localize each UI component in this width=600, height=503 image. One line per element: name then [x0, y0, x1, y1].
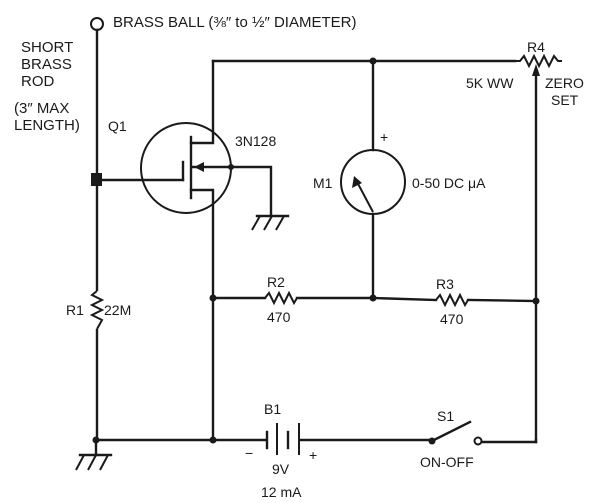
q1-substrate-arrow-icon [194, 162, 204, 172]
q1-substrate-node [228, 164, 234, 170]
q1-drain-wire [189, 59, 215, 145]
antenna [90, 17, 104, 442]
rod-label-line-2: BRASS [21, 56, 72, 73]
mid-left-junction-node [209, 294, 217, 302]
r1-resistor-symbol [89, 290, 105, 330]
b1-voltage-label: 9V [272, 461, 290, 477]
r4-wiper-arrow-icon [532, 64, 540, 76]
s1-function-label: ON-OFF [420, 454, 474, 470]
m1-meter-symbol [340, 59, 406, 300]
b1-plus-label: + [309, 447, 317, 463]
r4-function-line-1: ZERO [545, 75, 584, 91]
rod-note-line-2: LENGTH) [14, 117, 80, 134]
m1-polarity-label: + [380, 129, 388, 145]
brass-ball-label: BRASS BALL (⅜″ to ½″ DIAMETER) [113, 14, 356, 31]
r4-ref-label: R4 [527, 39, 545, 55]
r1-zigzag-icon [89, 290, 105, 330]
s1-lever-icon [430, 420, 472, 443]
r4-zigzag-icon [515, 53, 562, 69]
r2-zigzag-icon [264, 290, 298, 306]
brass-ball-icon [90, 17, 104, 31]
bottom-rail-right-wire [480, 438, 538, 444]
rod-label-line-3: ROD [21, 73, 55, 90]
r3-value-label: 470 [440, 311, 464, 327]
r4-value-label: 5K WW [466, 75, 514, 91]
b1-minus-label: − [245, 445, 253, 461]
r1-value-label: 22M [104, 302, 131, 318]
r2-ref-label: R2 [267, 274, 285, 290]
bottom-mid-junction-node [209, 436, 217, 444]
b1-current-label: 12 mA [261, 484, 302, 500]
m1-ref-label: M1 [313, 175, 333, 191]
b1-battery-symbol [265, 423, 432, 455]
s1-contact-icon [473, 436, 483, 446]
q1-ground-icon [251, 214, 290, 231]
s1-switch-symbol [428, 420, 538, 446]
q1-mosfet-symbol [140, 59, 290, 442]
m1-value-label: 0-50 DC μA [412, 175, 486, 191]
q1-source-wire [189, 188, 215, 442]
q1-part-label: 3N128 [235, 133, 276, 149]
r4-function-line-2: SET [551, 92, 579, 108]
main-ground-icon [75, 438, 113, 471]
r3-ref-label: R3 [436, 276, 454, 292]
m1-needle-tip-icon [352, 176, 362, 188]
q1-substrate-wire [191, 165, 273, 218]
rod-label-line-1: SHORT [21, 39, 73, 56]
r1-ref-label: R1 [66, 302, 84, 318]
rod-note-line-1: (3″ MAX [14, 100, 69, 117]
s1-ref-label: S1 [437, 408, 454, 424]
m1-meter-icon [340, 149, 406, 215]
q1-ref-label: Q1 [108, 118, 127, 134]
r3-resistor-symbol [371, 292, 538, 308]
b1-ref-label: B1 [264, 401, 281, 417]
r3-zigzag-icon [435, 292, 469, 308]
r2-value-label: 470 [267, 309, 291, 325]
r2-resistor-symbol [211, 290, 375, 306]
mid-center-junction-node [369, 294, 377, 302]
m1-needle-icon [355, 179, 374, 213]
r4-potentiometer-symbol [515, 53, 562, 303]
